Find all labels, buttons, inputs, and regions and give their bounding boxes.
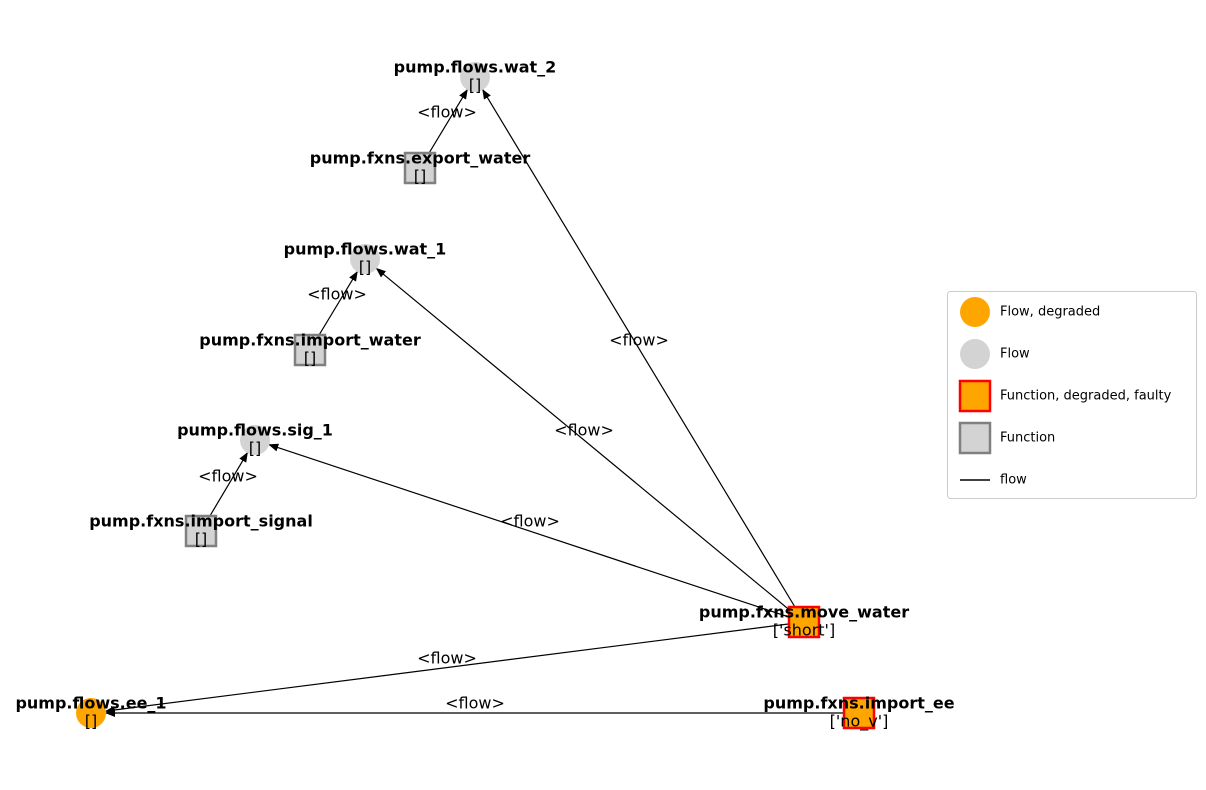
legend-label-flow-degraded: Flow, degraded (1000, 305, 1100, 320)
legend-swatch-function-degraded-faulty (958, 379, 992, 413)
edge-label-move_water-to-sig_1: <flow> (500, 512, 560, 531)
node-wat_2[interactable] (460, 62, 490, 92)
legend-frame (947, 291, 1197, 499)
node-import_ee-marker (842, 696, 876, 730)
node-move_water-marker (787, 605, 821, 639)
legend-item-flow: flow (960, 473, 1027, 488)
node-wat_1-state: [] (359, 258, 371, 277)
node-export_water-name: pump.fxns.export_water (310, 149, 531, 168)
node-import_water[interactable] (293, 333, 327, 367)
node-wat_1-name: pump.flows.wat_1 (284, 240, 447, 259)
node-wat_2-name: pump.flows.wat_2 (394, 58, 557, 77)
edge-label-import_ee-to-ee_1: <flow> (445, 694, 505, 713)
edge-label-move_water-to-ee_1: <flow> (417, 649, 477, 668)
node-export_water[interactable] (403, 151, 437, 185)
node-import_water-marker (293, 333, 327, 367)
node-ee_1[interactable] (76, 698, 106, 728)
node-move_water-name: pump.fxns.move_water (699, 603, 909, 622)
node-sig_1-name: pump.flows.sig_1 (177, 421, 333, 440)
node-wat_1-marker (350, 244, 380, 274)
node-wat_1[interactable] (350, 244, 380, 274)
node-export_water-state: [] (414, 167, 426, 186)
edge-label-move_water-to-wat_1: <flow> (554, 421, 614, 440)
node-sig_1[interactable] (240, 425, 270, 455)
legend-label-function-degraded-faulty: Function, degraded, faulty (1000, 389, 1172, 404)
node-import_water-name: pump.fxns.import_water (199, 331, 421, 350)
edges-layer (104, 88, 859, 717)
labels-layer: <flow> <flow> <flow> <flow> <flow> <flow> <flo… (15, 58, 954, 732)
edge-move_water-to-ee_1 (104, 621, 805, 714)
node-import_ee-name: pump.fxns.import_ee (763, 694, 954, 713)
edge-move_water-to-wat_2 (482, 88, 805, 623)
nodes-layer (76, 62, 876, 730)
legend-item-flow-degraded: Flow, degraded (960, 297, 1100, 327)
node-import_ee-state: ['no_v'] (830, 712, 889, 732)
legend-swatch-function (958, 421, 992, 455)
node-import_ee[interactable] (842, 696, 876, 730)
node-move_water[interactable] (787, 605, 821, 639)
node-import_signal[interactable] (184, 514, 218, 548)
edge-label-import_water-to-wat_1: <flow> (307, 285, 367, 304)
node-sig_1-state: [] (249, 439, 261, 458)
node-wat_2-marker (460, 62, 490, 92)
legend-item-function: Function (958, 421, 1055, 455)
node-ee_1-marker (76, 698, 106, 728)
node-import_water-state: [] (304, 349, 316, 368)
node-move_water-state: ['short'] (773, 621, 835, 640)
edge-label-import_signal-to-sig_1: <flow> (198, 467, 258, 486)
node-wat_2-state: [] (469, 76, 481, 95)
node-import_signal-name: pump.fxns.import_signal (89, 512, 313, 531)
node-sig_1-marker (240, 425, 270, 455)
edge-move_water-to-sig_1 (268, 443, 805, 623)
legend-swatch-flow-degraded (960, 297, 990, 327)
node-ee_1-state: [] (85, 712, 97, 731)
legend-swatch-flow (960, 339, 990, 369)
node-export_water-marker (403, 151, 437, 185)
legend-item-function-degraded-faulty: Function, degraded, faulty (958, 379, 1172, 413)
legend-label-flow: Flow (1000, 347, 1030, 362)
node-ee_1-name: pump.flows.ee_1 (15, 694, 166, 713)
node-import_signal-state: [] (195, 530, 207, 549)
edge-label-export_water-to-wat_2: <flow> (417, 103, 477, 122)
legend-label-function: Function (1000, 431, 1055, 446)
edge-move_water-to-wat_1 (375, 267, 805, 623)
edge-label-move_water-to-wat_2: <flow> (609, 331, 669, 350)
legend-label-flow: flow (1000, 473, 1027, 488)
legend-item-flow: Flow (960, 339, 1030, 369)
node-import_signal-marker (184, 514, 218, 548)
